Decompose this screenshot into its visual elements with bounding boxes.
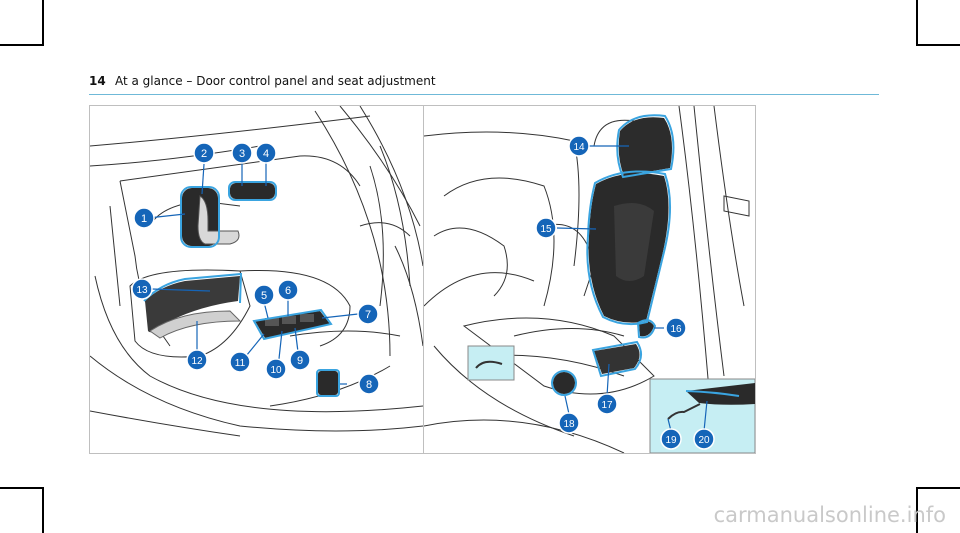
svg-text:17: 17 bbox=[601, 400, 613, 411]
callout-12: 12 bbox=[186, 349, 208, 371]
svg-text:19: 19 bbox=[665, 435, 677, 446]
svg-text:5: 5 bbox=[261, 290, 267, 302]
callout-13: 13 bbox=[131, 278, 153, 300]
callout-14: 14 bbox=[568, 135, 590, 157]
callout-17: 17 bbox=[596, 393, 618, 415]
crop-mark bbox=[916, 487, 960, 489]
page-title: At a glance – Door control panel and sea… bbox=[115, 74, 436, 88]
page-number: 14 bbox=[89, 74, 106, 88]
svg-text:6: 6 bbox=[285, 285, 291, 297]
svg-text:10: 10 bbox=[270, 365, 282, 376]
svg-text:14: 14 bbox=[573, 142, 585, 153]
callout-16: 16 bbox=[665, 317, 687, 339]
page-header: 14 At a glance – Door control panel and … bbox=[89, 72, 879, 95]
crop-mark bbox=[916, 487, 918, 533]
crop-mark bbox=[42, 0, 44, 46]
seat-drawing: 14 15 16 17 18 19 20 bbox=[424, 106, 755, 453]
crop-mark bbox=[0, 44, 44, 46]
watermark: carmanualsonline.info bbox=[713, 503, 946, 527]
door-callouts: 1 2 3 4 5 6 7 8 9 10 11 12 13 bbox=[131, 142, 380, 395]
callout-10: 10 bbox=[265, 358, 287, 380]
callout-2: 2 bbox=[193, 142, 215, 164]
svg-text:3: 3 bbox=[239, 148, 245, 160]
callout-6: 6 bbox=[277, 279, 299, 301]
svg-text:9: 9 bbox=[297, 355, 303, 367]
svg-text:8: 8 bbox=[366, 379, 372, 391]
crop-mark bbox=[0, 487, 44, 489]
callout-11: 11 bbox=[229, 351, 251, 373]
svg-text:7: 7 bbox=[365, 309, 371, 321]
door-panel-illustration: 1 2 3 4 5 6 7 8 9 10 11 12 13 bbox=[89, 105, 424, 454]
callout-18: 18 bbox=[558, 412, 580, 434]
svg-text:20: 20 bbox=[698, 435, 710, 446]
callout-15: 15 bbox=[535, 217, 557, 239]
seat-callouts: 14 15 16 17 18 19 20 bbox=[535, 135, 715, 450]
svg-text:2: 2 bbox=[201, 148, 207, 160]
svg-text:13: 13 bbox=[136, 285, 148, 296]
svg-text:1: 1 bbox=[141, 213, 147, 225]
svg-text:18: 18 bbox=[563, 419, 575, 430]
seat-panel-illustration: 14 15 16 17 18 19 20 bbox=[423, 105, 756, 454]
crop-mark bbox=[42, 487, 44, 533]
svg-text:15: 15 bbox=[540, 224, 552, 235]
callout-20: 20 bbox=[693, 428, 715, 450]
svg-text:12: 12 bbox=[191, 356, 203, 367]
crop-mark bbox=[916, 0, 918, 46]
callout-9: 9 bbox=[289, 349, 311, 371]
callout-1: 1 bbox=[133, 207, 155, 229]
door-panel-drawing: 1 2 3 4 5 6 7 8 9 10 11 12 13 bbox=[90, 106, 423, 437]
svg-text:4: 4 bbox=[263, 148, 269, 160]
svg-text:11: 11 bbox=[235, 358, 246, 369]
callout-19: 19 bbox=[660, 428, 682, 450]
callout-5: 5 bbox=[253, 284, 275, 306]
callout-4: 4 bbox=[255, 142, 277, 164]
callout-8: 8 bbox=[358, 373, 380, 395]
callout-7: 7 bbox=[357, 303, 379, 325]
crop-mark bbox=[916, 44, 960, 46]
callout-3: 3 bbox=[231, 142, 253, 164]
svg-text:16: 16 bbox=[670, 324, 682, 335]
